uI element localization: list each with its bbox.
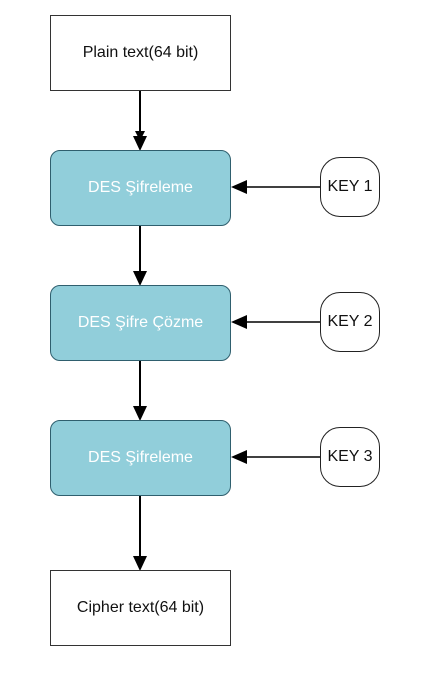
- ciphertext-output-box: Cipher text(64 bit): [50, 570, 231, 646]
- arrowhead-key2-to-stage2: [231, 315, 247, 329]
- stage3-label: DES Şifreleme: [88, 449, 193, 467]
- arrowhead-stage3-to-output: [133, 556, 147, 571]
- stage2-label: DES Şifre Çözme: [77, 314, 204, 332]
- plaintext-input-box: Plain text(64 bit): [50, 15, 231, 91]
- key-2-node: KEY 2: [320, 292, 380, 352]
- arrowhead-stage2-to-stage3: [133, 406, 147, 421]
- arrowhead-key1-to-stage1: [231, 180, 247, 194]
- arrowhead-input-to-stage1: [133, 136, 147, 151]
- key3-label: KEY 3: [327, 448, 373, 466]
- des-encrypt-stage-3: DES Şifreleme: [50, 420, 231, 496]
- plaintext-label: Plain text(64 bit): [82, 44, 199, 62]
- des-encrypt-stage-1: DES Şifreleme: [50, 150, 231, 226]
- arrowhead-key3-to-stage3: [231, 450, 247, 464]
- key-1-node: KEY 1: [320, 157, 380, 217]
- key-3-node: KEY 3: [320, 427, 380, 487]
- key1-label: KEY 1: [327, 178, 373, 196]
- des-decrypt-stage-2: DES Şifre Çözme: [50, 285, 231, 361]
- ciphertext-label: Cipher text(64 bit): [76, 599, 205, 617]
- arrowhead-stage1-to-stage2: [133, 271, 147, 286]
- stage1-label: DES Şifreleme: [88, 179, 193, 197]
- key2-label: KEY 2: [327, 313, 373, 331]
